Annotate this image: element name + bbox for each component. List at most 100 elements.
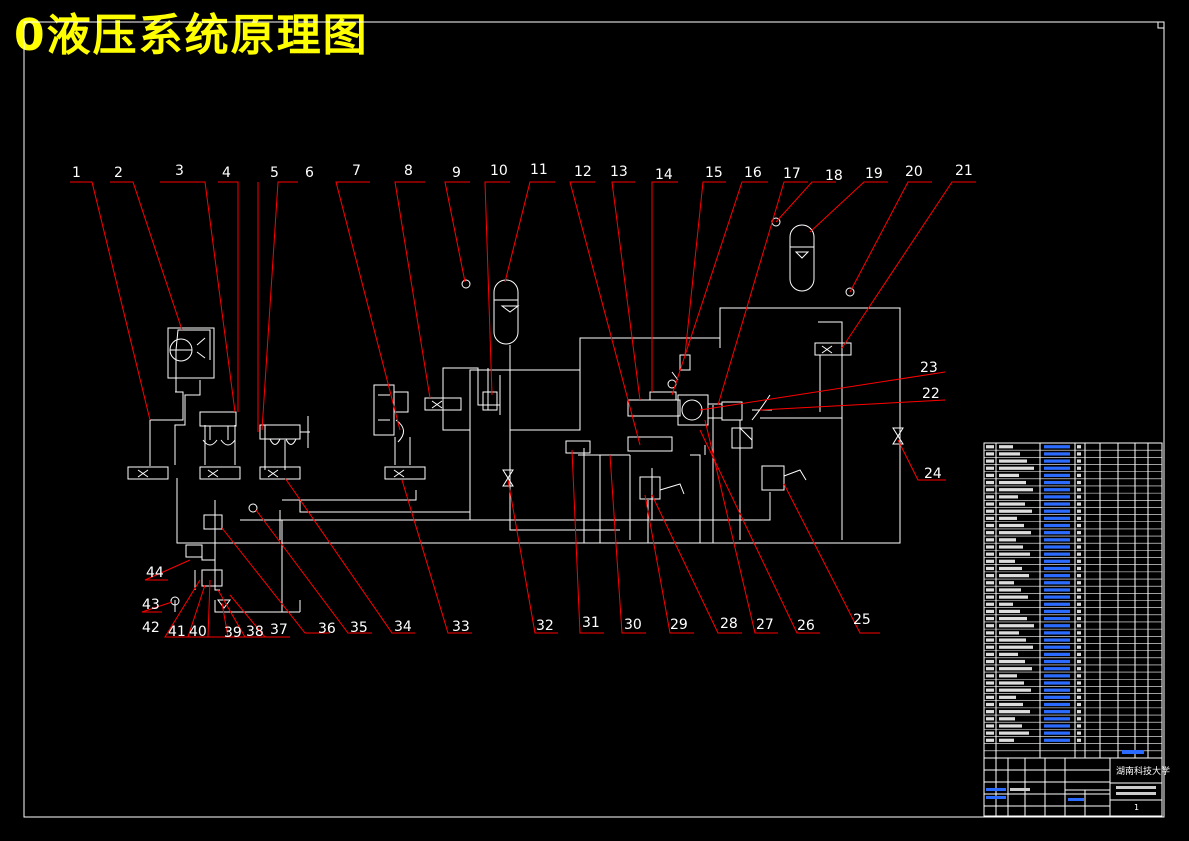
callout-31: 31	[582, 615, 600, 631]
callout-3: 3	[175, 163, 184, 179]
parts-list-cell-code	[1044, 566, 1070, 571]
parts-list-cell-code	[1044, 552, 1070, 556]
parts-list-cell-name	[999, 452, 1020, 456]
parts-list-cell-code	[1044, 459, 1070, 463]
parts-list-cell-qty	[1077, 724, 1081, 728]
parts-list-cell-code	[1044, 738, 1070, 742]
parts-list-cell-qty	[1077, 702, 1081, 707]
title-block-sheet-number: 1	[1134, 803, 1139, 812]
callout-24: 24	[924, 466, 942, 482]
parts-list-cell-code	[1044, 702, 1070, 707]
callout-9: 9	[452, 165, 461, 181]
parts-list-cell-qty	[1077, 466, 1081, 470]
parts-list-cell-index	[986, 480, 994, 485]
parts-list-cell-code	[1044, 602, 1070, 606]
parts-list-cell-qty	[1077, 674, 1081, 678]
parts-list-cell-code	[1044, 531, 1070, 535]
parts-list-cell-code	[1044, 523, 1070, 528]
parts-list-table	[983, 442, 1163, 759]
parts-list-cell-name	[999, 502, 1025, 506]
parts-list-cell-code	[1044, 488, 1070, 492]
parts-list-cell-code	[1044, 724, 1070, 728]
parts-list-cell-qty	[1077, 495, 1081, 499]
parts-list-cell-qty	[1077, 502, 1081, 506]
parts-list-cell-index	[986, 566, 994, 571]
parts-list-cell-index	[986, 695, 994, 699]
parts-list-cell-qty	[1077, 473, 1081, 478]
parts-list-cell-qty	[1077, 688, 1081, 692]
parts-list-cell-code	[1044, 574, 1070, 578]
parts-list-cell-name	[999, 659, 1025, 664]
parts-list-cell-qty	[1077, 559, 1081, 563]
parts-list-cell-index	[986, 738, 994, 742]
parts-list-cell-index	[986, 674, 994, 678]
parts-list-cell-name	[999, 595, 1028, 599]
parts-list-cell-name	[999, 466, 1034, 470]
parts-list-rows	[984, 445, 1162, 752]
parts-list-cell-name	[999, 523, 1024, 528]
parts-list-cell-qty	[1077, 695, 1081, 699]
circuit-lines	[149, 307, 901, 613]
parts-list-cell-name	[999, 667, 1032, 671]
callout-1: 1	[72, 165, 81, 181]
callout-12: 12	[574, 164, 592, 180]
callout-34: 34	[394, 619, 412, 635]
parts-list-cell-code	[1044, 588, 1070, 592]
callout-5: 5	[270, 165, 279, 181]
parts-list-cell-code	[1044, 717, 1070, 721]
title-block-institution: 湖南科技大学	[1116, 765, 1170, 777]
parts-list-cell-code	[1044, 452, 1070, 456]
parts-list-cell-index	[986, 502, 994, 506]
callout-6: 6	[305, 165, 314, 181]
callout-15: 15	[705, 165, 723, 181]
callout-23: 23	[920, 360, 938, 376]
parts-list-cell-code	[1044, 624, 1070, 628]
parts-list-cell-index	[986, 452, 994, 456]
parts-list-cell-code	[1044, 688, 1070, 692]
callout-13: 13	[610, 164, 628, 180]
parts-list-cell-name	[999, 674, 1017, 678]
parts-list-cell-name	[999, 552, 1030, 556]
parts-list-cell-qty	[1077, 516, 1081, 520]
main-clamp-cylinder	[627, 354, 753, 441]
parts-list-cell-index	[986, 667, 994, 671]
parts-list-cell-code	[1044, 667, 1070, 671]
parts-list-cell-index	[986, 516, 994, 520]
callout-39: 39	[224, 625, 242, 641]
parts-list-cell-name	[999, 473, 1019, 478]
parts-list-cell-index	[986, 602, 994, 606]
parts-list-cell-qty	[1077, 638, 1081, 642]
parts-list-cell-name	[999, 581, 1014, 585]
parts-list-cell-code	[1044, 495, 1070, 499]
parts-list-cell-code	[1044, 681, 1070, 685]
parts-list-cell-qty	[1077, 631, 1081, 635]
parts-list-cell-qty	[1077, 738, 1081, 742]
parts-list-cell-index	[986, 495, 994, 499]
parts-list-cell-code	[1044, 631, 1070, 635]
hydraulic-cylinder-middle	[259, 416, 310, 448]
parts-list-cell-index	[986, 473, 994, 478]
parts-list-cell-name	[999, 738, 1014, 742]
parts-list-cell-qty	[1077, 531, 1081, 535]
parts-list-cell-name	[999, 702, 1023, 707]
callout-44: 44	[146, 565, 164, 581]
callout-11: 11	[530, 162, 548, 178]
pump-motor	[167, 327, 215, 379]
parts-list-cell-name	[999, 609, 1020, 614]
parts-list-cell-name	[999, 681, 1024, 685]
parts-list-cell-code	[1044, 731, 1070, 735]
callout-7: 7	[352, 163, 361, 179]
parts-list-cell-name	[999, 717, 1015, 721]
callout-26: 26	[797, 618, 815, 634]
parts-list-cell-code	[1044, 466, 1070, 470]
parts-list-cell-index	[986, 717, 994, 721]
pressure-gauges	[170, 217, 855, 606]
parts-list-cell-qty	[1077, 523, 1081, 528]
parts-list-cell-name	[999, 480, 1026, 485]
callout-40: 40	[189, 624, 207, 640]
parts-list-cell-name	[999, 710, 1030, 714]
callout-19: 19	[865, 166, 883, 182]
parts-list-cell-name	[999, 495, 1018, 499]
callout-25: 25	[853, 612, 871, 628]
